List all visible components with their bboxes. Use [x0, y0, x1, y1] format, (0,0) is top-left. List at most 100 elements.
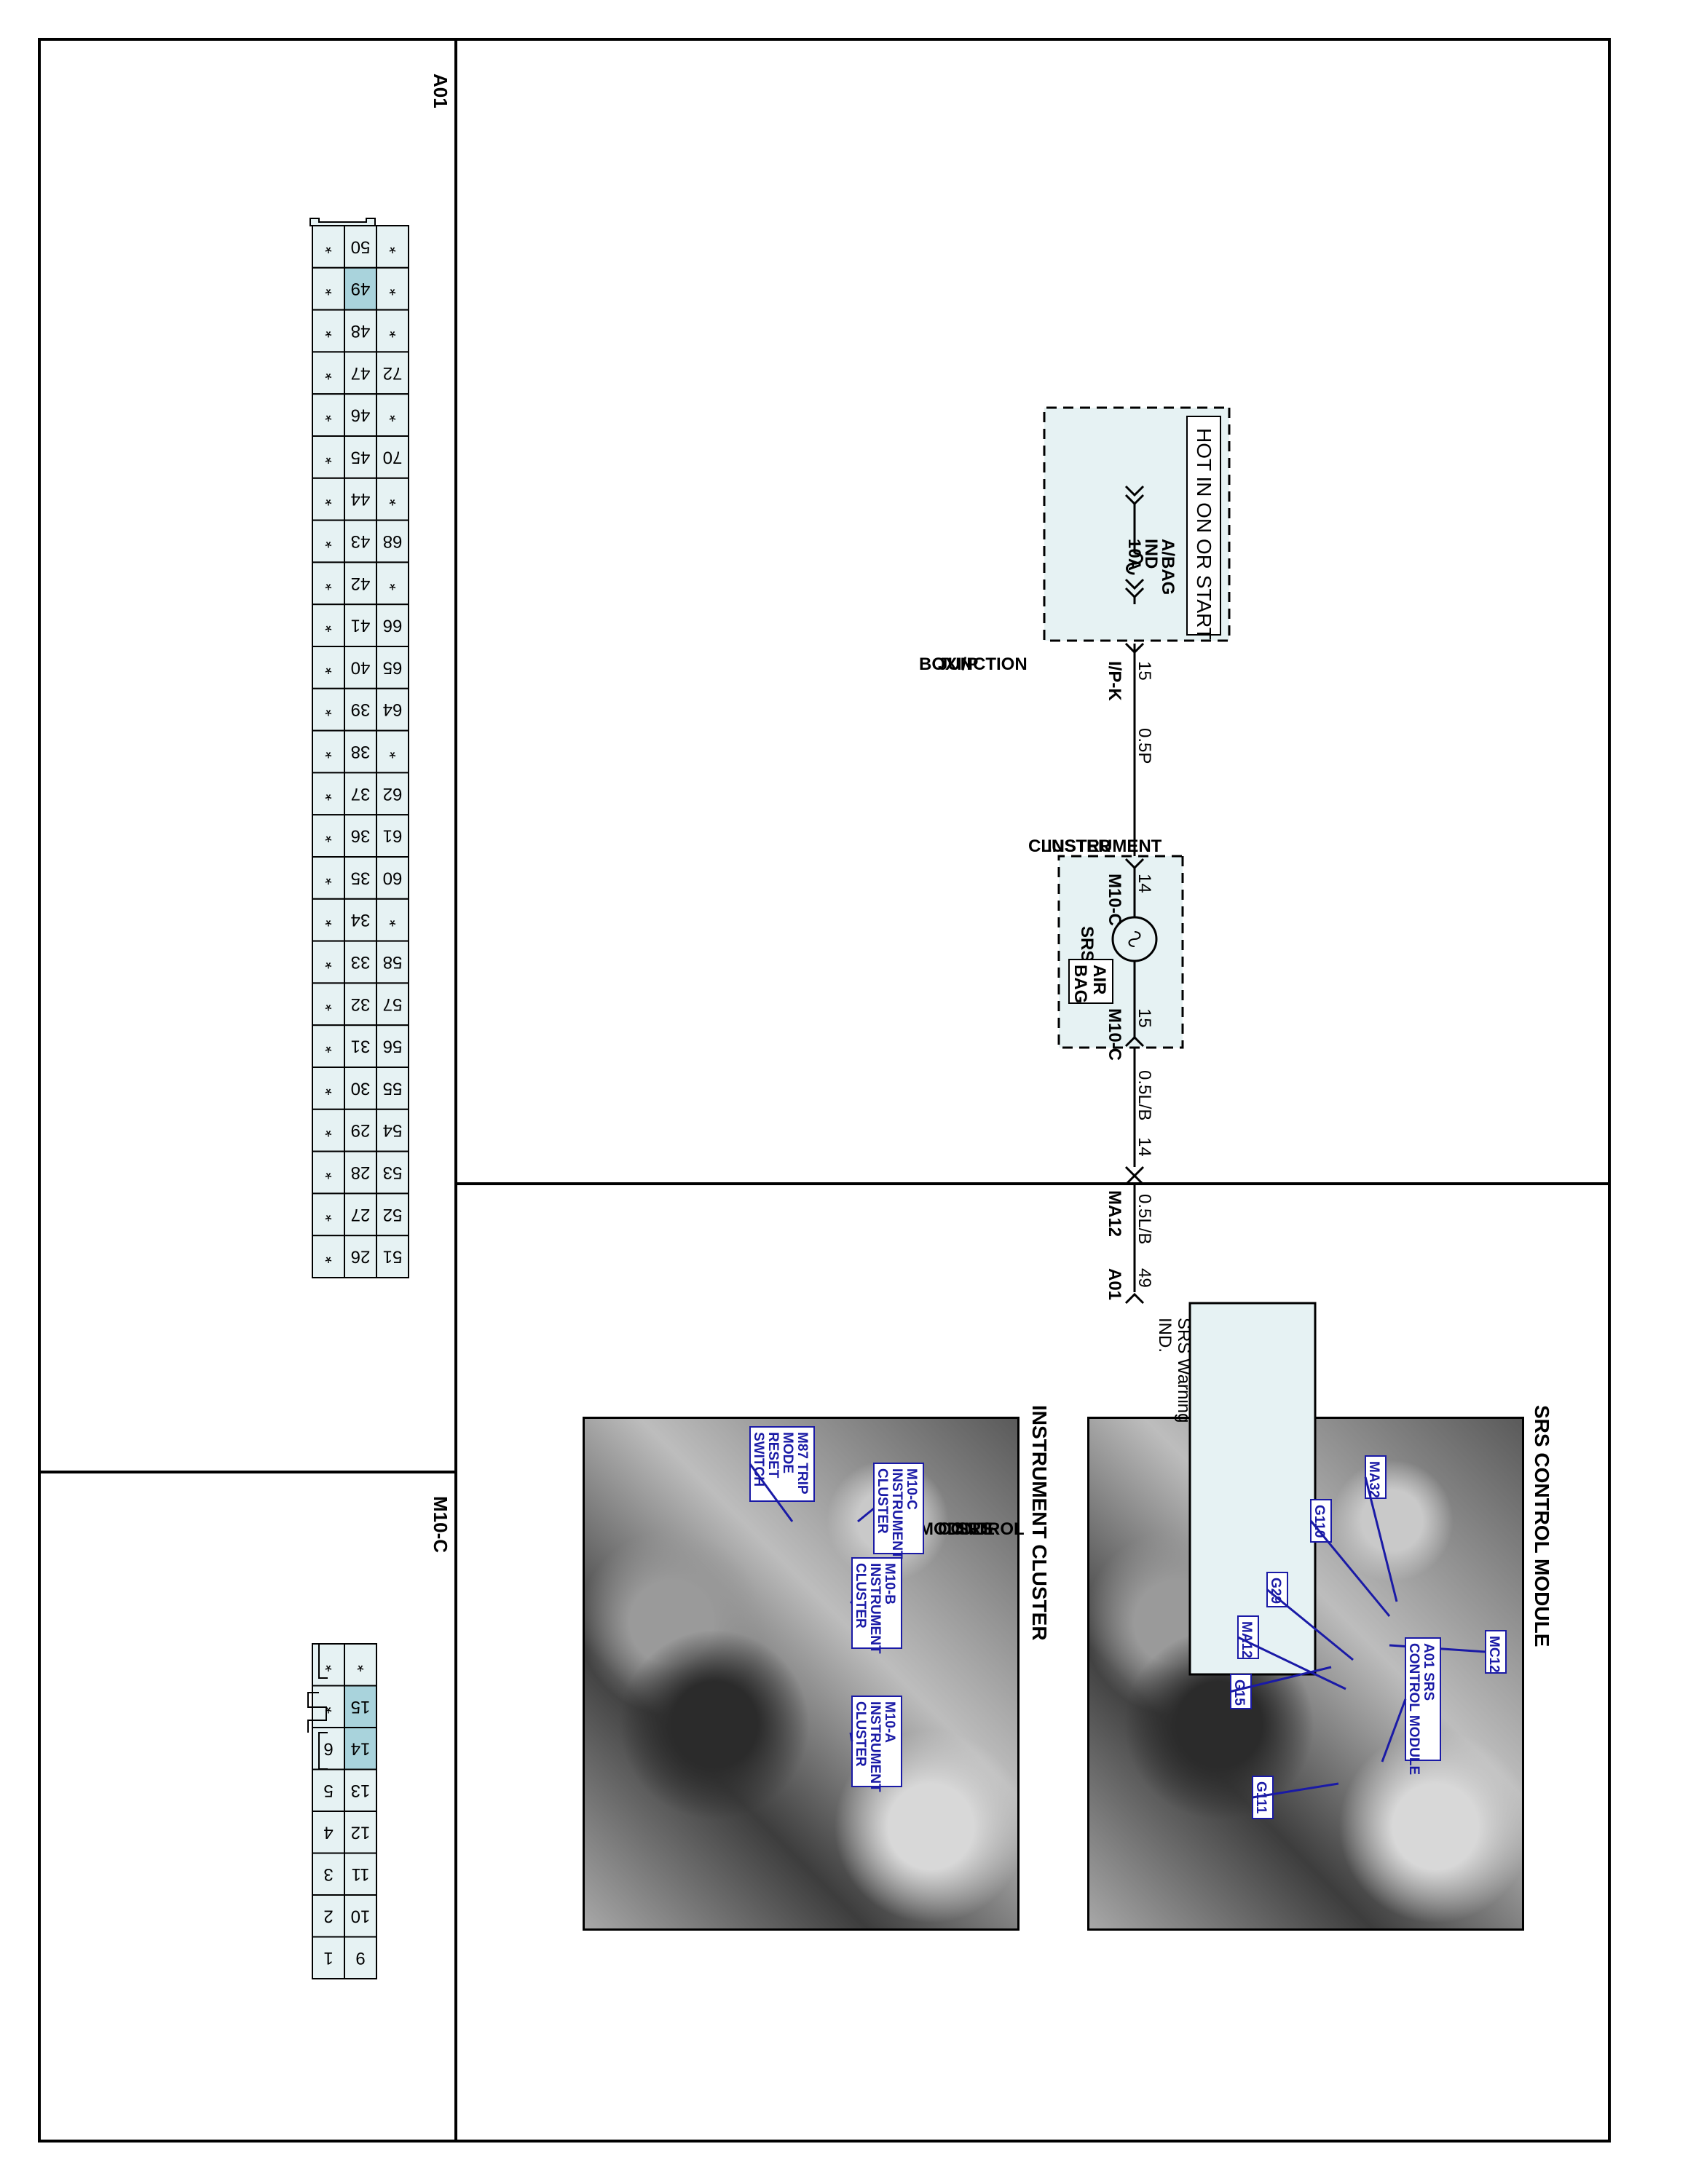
fuse-label-2: IND: [1141, 539, 1161, 569]
m10c-key-right: [318, 1732, 328, 1770]
a01-pin-label: 61: [383, 826, 403, 846]
m10a-arrow: [849, 1732, 853, 1742]
a01-pin-label: *: [325, 531, 331, 551]
fuse-connector-left: [1124, 485, 1145, 506]
a01-pin-label: *: [325, 237, 331, 256]
m10c-pin-label: *: [325, 1655, 331, 1674]
m10c-cell: [344, 1936, 377, 1979]
a01-pin-label: *: [325, 574, 331, 593]
m87-arrow: [749, 1463, 794, 1522]
a01-srs-arrow: [1381, 1698, 1407, 1762]
cluster-label-1: INSTRUMENT: [1047, 836, 1162, 856]
m10c-in-conn-label: M10-C: [1105, 874, 1124, 926]
a01-pin-label: *: [325, 363, 331, 383]
srs-location-title: SRS CONTROL MODULE: [1531, 1405, 1553, 1647]
a01-pin-label: 55: [383, 1078, 403, 1098]
g15-arrow: [1230, 1666, 1332, 1693]
m10c-tag-label: INSTRUMENT: [889, 1468, 904, 1559]
a01-pin-label: 44: [351, 489, 371, 509]
a01-pin-label: *: [325, 700, 331, 719]
m10c-in-pin: 14: [1135, 874, 1154, 893]
m10c-tag-label: CLUSTER: [875, 1468, 890, 1534]
m10c-pin-label: 3: [323, 1864, 333, 1884]
m10b-arrow: [849, 1600, 853, 1605]
ma12-pin: 14: [1135, 1137, 1154, 1157]
ma32-tag-label: MA32: [1366, 1461, 1381, 1498]
ma12-arrow: [1237, 1636, 1346, 1690]
a01-pin-label: *: [389, 279, 395, 298]
a01-srs-tag-label: A01 SRS: [1421, 1643, 1436, 1701]
wire-label-0-5lb-1: 0.5L/B: [1135, 1070, 1154, 1120]
outer-frame: [38, 38, 1611, 2143]
m87-tag-label: SWITCH: [751, 1432, 766, 1487]
a01-pin-label: *: [325, 994, 331, 1014]
ma12-connector-mark: [1124, 1166, 1145, 1186]
a01-pin-label: 38: [351, 742, 371, 761]
g110-tag-label: G110: [1312, 1505, 1327, 1538]
g111-arrow: [1252, 1782, 1339, 1799]
m10b-tag-label: M10-B: [882, 1563, 897, 1605]
a01-pin-label: *: [325, 1163, 331, 1182]
a01-pin-label: 72: [383, 363, 403, 383]
a01-pin-label: *: [325, 1205, 331, 1224]
a01-pin-label: 40: [351, 657, 371, 677]
a01-pin-label: 50: [351, 237, 371, 256]
a01-pin-label: *: [325, 321, 331, 341]
m10c-out-connector-mark: [1124, 1035, 1145, 1048]
m10c-pin-label: 5: [323, 1781, 333, 1800]
m10c-out-conn-label: M10-C: [1105, 1008, 1124, 1061]
a01-pin-label: 42: [351, 574, 371, 593]
a01-pin-label: 32: [351, 994, 371, 1014]
a01-srs-tag-label: CONTROL MODULE: [1406, 1643, 1421, 1775]
a01-pin-label: 65: [383, 657, 403, 677]
a01-pin-label: 27: [351, 1205, 371, 1224]
a01-pin-label: 48: [351, 321, 371, 341]
srs-warning-label-2: IND.: [1155, 1318, 1175, 1353]
a01-pin-label: *: [325, 489, 331, 509]
m10c-panel-title: M10-C: [430, 1496, 451, 1553]
a01-pin-label: *: [389, 910, 395, 930]
ipk-connector-mark: [1124, 642, 1145, 654]
m10c-pin-label: 13: [351, 1781, 371, 1800]
g29-arrow: [1266, 1588, 1354, 1661]
a01-pin-label: 68: [383, 531, 403, 551]
m10a-tag-label: M10-A: [882, 1701, 897, 1743]
a01-pin-label: 37: [351, 784, 371, 804]
m10c-key-left: [318, 1643, 328, 1679]
a01-pin-label: *: [325, 868, 331, 887]
a01-pin-label: *: [389, 405, 395, 425]
a01-pin-label: 28: [351, 1163, 371, 1182]
m87-tag-label: M87 TRIP: [794, 1432, 810, 1495]
ma12-tag-label: MA12: [1239, 1621, 1254, 1658]
a01-pin-label: 33: [351, 952, 371, 972]
a01-pin-label: *: [389, 321, 395, 341]
mc12-tag-label: MC12: [1486, 1636, 1502, 1673]
wire-label-0-5p: 0.5P: [1135, 728, 1154, 764]
m10c-pin-label: 12: [351, 1822, 371, 1842]
a01-pin-label: *: [325, 616, 331, 636]
a01-pin-label: 53: [383, 1163, 403, 1182]
a01-pin-label: 58: [383, 952, 403, 972]
hot-label-box: [1186, 416, 1221, 636]
srs-lamp-label: SRS: [1077, 926, 1097, 962]
a01-pin-label: *: [325, 279, 331, 298]
a01-pin-label: *: [325, 784, 331, 804]
a01-pin-label: 57: [383, 994, 403, 1014]
m10c-pin-label: 9: [355, 1948, 365, 1968]
a01-pin-label: 30: [351, 1078, 371, 1098]
a01-pin-label: *: [325, 1037, 331, 1056]
a01-pin-label: *: [325, 826, 331, 846]
a01-pin-label: *: [325, 952, 331, 972]
a01-pin-label: *: [389, 489, 395, 509]
m10c-pin-label: 11: [352, 1864, 370, 1884]
a01-pin-label: 43: [351, 531, 371, 551]
module-label-2: CONTROL: [938, 1519, 1025, 1539]
jbox-label-1: I/P: [957, 654, 978, 674]
a01-pin-label: *: [389, 574, 395, 593]
a01-pin-label: 70: [383, 447, 403, 467]
ic-location-title: INSTRUMENT CLUSTER: [1028, 1405, 1051, 1641]
